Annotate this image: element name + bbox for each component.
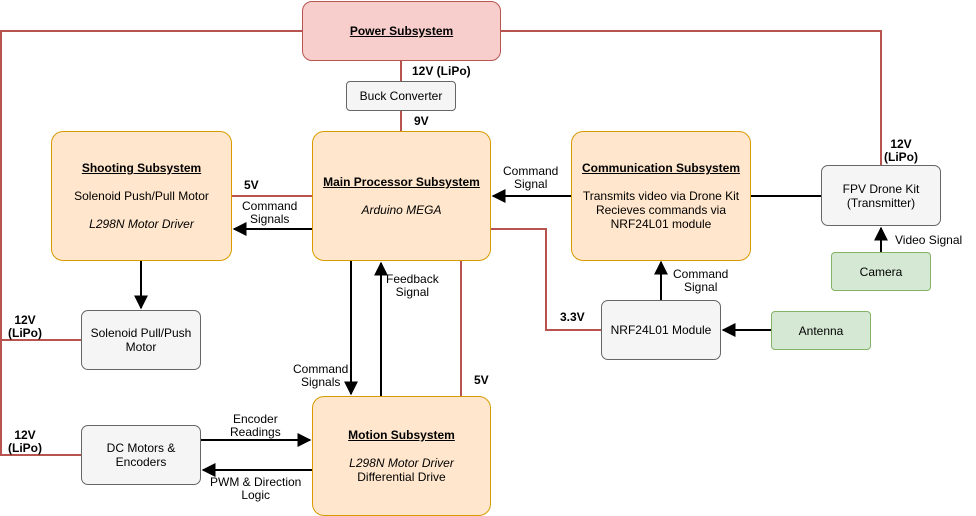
- comm-line-3: NRF24L01 module: [610, 217, 712, 231]
- power-line-left-bus: [0, 30, 302, 456]
- shooting-line-1: Solenoid Push/Pull Motor: [74, 189, 209, 203]
- comm-line-2: Recieves commands via: [595, 203, 727, 217]
- antenna-label: Antenna: [798, 323, 844, 338]
- power-subsystem-box[interactable]: Power Subsystem: [302, 1, 501, 61]
- nrf24l01-label: NRF24L01 Module: [610, 323, 712, 337]
- antenna-box[interactable]: Antenna: [771, 311, 871, 350]
- solenoid-motor-box[interactable]: Solenoid Pull/Push Motor: [81, 310, 201, 370]
- label-12v-lipo-solenoid: 12V(LiPo): [8, 313, 42, 340]
- camera-label: Camera: [859, 264, 903, 279]
- buck-converter-label: Buck Converter: [359, 89, 443, 103]
- shooting-subsystem-title: Shooting Subsystem: [81, 161, 202, 175]
- motion-line-1: L298N Motor Driver: [349, 456, 454, 470]
- power-line-main-nrf: [491, 228, 601, 331]
- power-subsystem-title: Power Subsystem: [349, 24, 454, 38]
- camera-box[interactable]: Camera: [831, 252, 931, 291]
- motion-subsystem-title: Motion Subsystem: [348, 428, 455, 442]
- label-12v-lipo-fpv: 12V(LiPo): [884, 137, 918, 164]
- label-9v: 9V: [414, 114, 429, 128]
- dc-motors-box[interactable]: DC Motors & Encoders: [81, 425, 201, 485]
- main-processor-subtitle: Arduino MEGA: [361, 203, 442, 217]
- power-line-fpv: [501, 30, 882, 165]
- motion-subsystem-box[interactable]: Motion Subsystem L298N Motor Driver Diff…: [312, 396, 491, 516]
- fpv-line-2: (Transmitter): [846, 195, 916, 210]
- fpv-line-1: FPV Drone Kit: [842, 181, 920, 196]
- label-12v-lipo-top: 12V (LiPo): [412, 64, 471, 78]
- main-processor-box[interactable]: Main Processor Subsystem Arduino MEGA: [312, 131, 491, 261]
- main-processor-title: Main Processor Subsystem: [323, 175, 480, 189]
- communication-subsystem-box[interactable]: Communication Subsystem Transmits video …: [571, 131, 751, 261]
- motion-line-2: Differential Drive: [357, 470, 446, 484]
- shooting-subsystem-box[interactable]: Shooting Subsystem Solenoid Push/Pull Mo…: [51, 131, 232, 261]
- fpv-drone-kit-box[interactable]: FPV Drone Kit (Transmitter): [821, 165, 941, 226]
- shooting-line-2: L298N Motor Driver: [89, 217, 194, 231]
- nrf24l01-box[interactable]: NRF24L01 Module: [601, 300, 721, 360]
- label-3v3: 3.3V: [560, 310, 585, 324]
- label-5v-shooting: 5V: [244, 178, 259, 192]
- label-5v-motion: 5V: [474, 373, 489, 387]
- comm-line-1: Transmits video via Drone Kit: [582, 189, 740, 203]
- label-12v-lipo-dc: 12V(LiPo): [8, 428, 42, 455]
- communication-subsystem-title: Communication Subsystem: [581, 161, 741, 175]
- dc-motors-line-2: Encoders: [115, 455, 167, 469]
- solenoid-line-1: Solenoid Pull/Push: [90, 326, 192, 340]
- dc-motors-line-1: DC Motors &: [106, 441, 176, 455]
- solenoid-line-2: Motor: [125, 340, 157, 354]
- buck-converter-box[interactable]: Buck Converter: [346, 81, 456, 111]
- label-video-signal: Video Signal: [895, 233, 963, 247]
